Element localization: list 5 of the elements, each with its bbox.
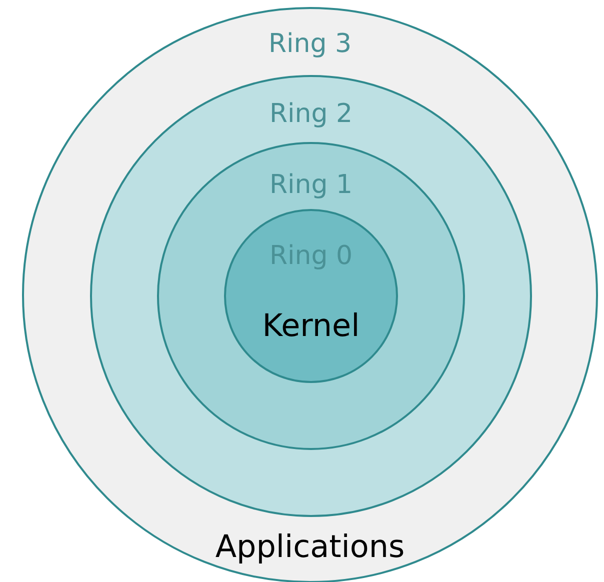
layer-label: Kernel	[262, 311, 360, 342]
ring-label: Ring 3	[268, 31, 352, 57]
layer-label: Applications	[215, 532, 405, 563]
ring-label: Ring 1	[269, 172, 353, 198]
ring-label: Ring 2	[269, 101, 353, 127]
